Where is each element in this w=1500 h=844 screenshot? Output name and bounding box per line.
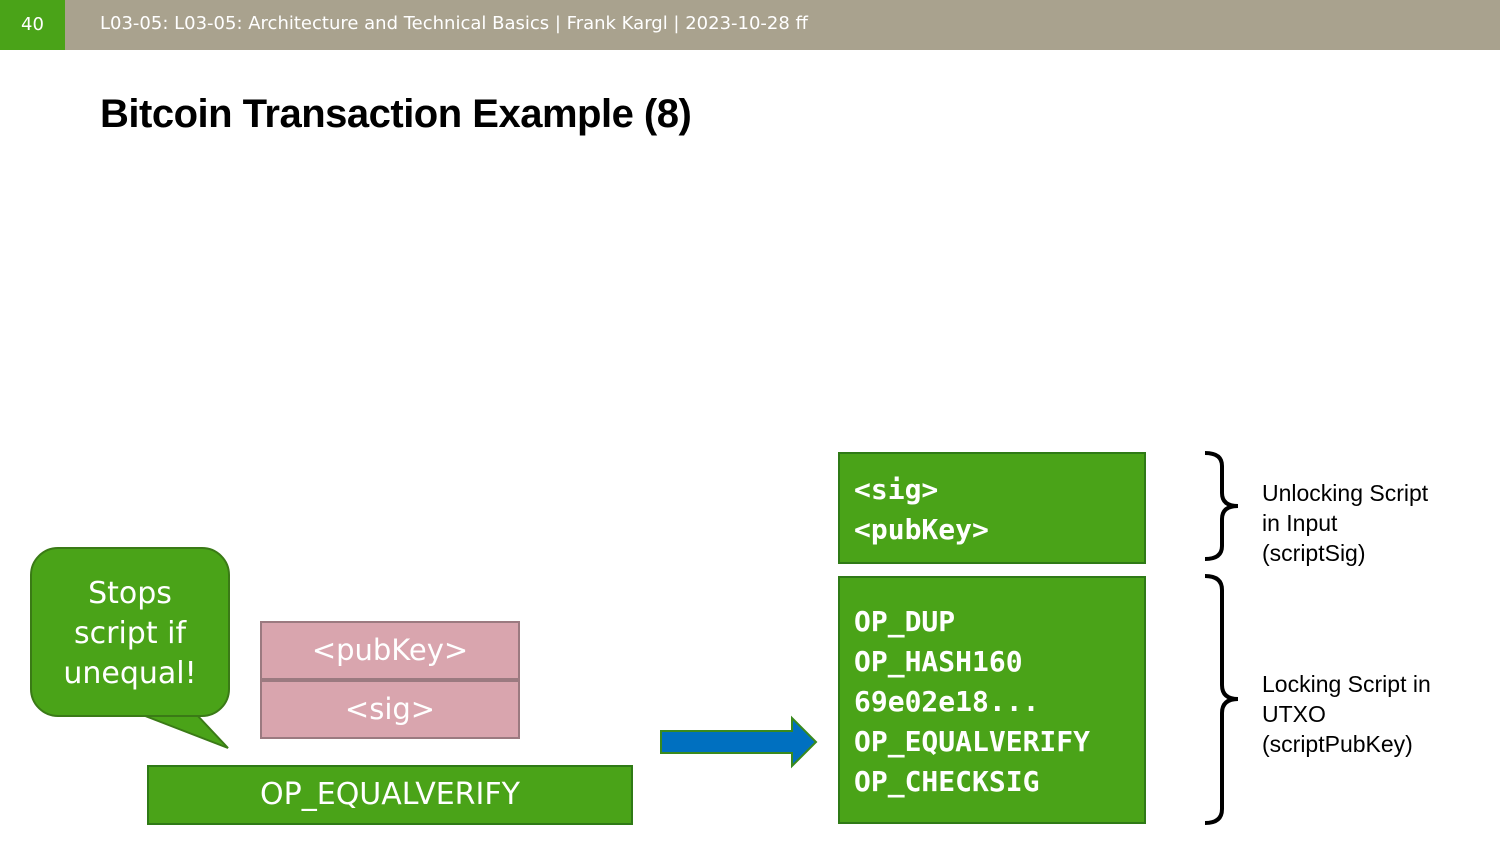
stack-item-pubkey: <pubKey>: [260, 621, 520, 680]
speech-bubble-tail: [139, 713, 229, 749]
locking-script-box: OP_DUP OP_HASH160 69e02e18... OP_EQUALVE…: [838, 576, 1146, 824]
script-line: OP_EQUALVERIFY: [854, 725, 1091, 758]
unlocking-script-box: <sig> <pubKey>: [838, 452, 1146, 564]
label-line: Unlocking Script: [1262, 480, 1429, 506]
right-arrow-icon: [660, 715, 818, 769]
script-line: 69e02e18...: [854, 685, 1040, 718]
speech-bubble: Stops script if unequal!: [30, 547, 230, 717]
locking-script-label: Locking Script in UTXO (scriptPubKey): [1262, 669, 1431, 759]
script-line: OP_CHECKSIG: [854, 765, 1040, 798]
bubble-line: Stops: [88, 576, 172, 611]
stack-item-sig: <sig>: [260, 680, 520, 739]
script-line: <sig>: [854, 473, 939, 506]
header-bar: 40 L03-05: L03-05: Architecture and Tech…: [0, 0, 1500, 50]
current-op-box: OP_EQUALVERIFY: [147, 765, 633, 825]
unlocking-brace: [1204, 451, 1239, 561]
label-line: (scriptPubKey): [1262, 731, 1413, 757]
label-line: in Input: [1262, 510, 1338, 536]
script-line: OP_DUP: [854, 605, 956, 638]
script-line: <pubKey>: [854, 513, 989, 546]
locking-brace: [1204, 574, 1239, 825]
bubble-line: unequal!: [63, 656, 197, 691]
label-line: (scriptSig): [1262, 540, 1366, 566]
breadcrumb: L03-05: L03-05: Architecture and Technic…: [100, 13, 808, 34]
slide-number: 40: [0, 0, 65, 50]
label-line: Locking Script in: [1262, 671, 1431, 697]
label-line: UTXO: [1262, 701, 1326, 727]
unlocking-script-label: Unlocking Script in Input (scriptSig): [1262, 478, 1428, 568]
bubble-line: script if: [73, 616, 187, 651]
script-line: OP_HASH160: [854, 645, 1023, 678]
slide-title: Bitcoin Transaction Example (8): [100, 92, 692, 136]
